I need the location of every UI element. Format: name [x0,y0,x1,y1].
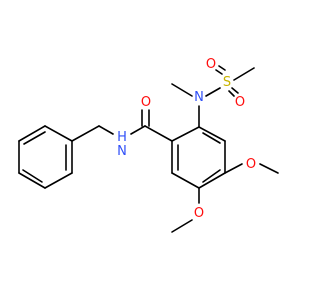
bond-ph-inner-3 [23,131,46,145]
atom-o-methoxy-4: O [246,157,256,172]
bond-n-s [205,87,221,97]
bond-ph-6 [44,125,73,142]
bond-s-o-bottom-2 [231,87,239,94]
bond-ring-inner-2 [202,132,221,144]
molecule-canvas: O N H N S O O O O [18,57,279,233]
bond-n-ch2 [98,125,114,135]
bond-s-o-bottom-1 [228,90,235,97]
bond-o4-methyl [259,163,279,174]
atom-o-methoxy-5: O [194,206,204,221]
bond-ring-c2-c3 [198,126,226,142]
bond-n-methyl [171,83,193,97]
bond-ch2-phenyl [71,125,100,142]
bond-ring-c4-c5 [198,172,226,189]
bond-ring-o4 [224,163,243,174]
bonds [18,65,279,233]
atom-h-amide: H [117,130,127,145]
bond-ring-c1-c2 [171,126,200,142]
bond-ring-carbonyl [144,125,173,142]
bond-s-o-left-1 [215,69,223,75]
bond-s-o-left-2 [218,65,226,71]
bond-ph-5 [18,125,46,142]
atom-n-sulfonamide: N [194,90,204,105]
bond-carbonyl-n [130,125,146,135]
atom-o-carbonyl: O [141,95,151,110]
bond-o5-methyl [171,219,193,233]
bond-ph-2 [44,172,73,189]
bond-ring-inner-3 [202,169,221,183]
bond-s-methyl [233,67,255,81]
bond-ph-inner-2 [22,169,43,183]
bond-ph-3 [18,172,46,189]
atom-o-sulfonyl-bottom: O [235,95,245,110]
atom-o-sulfonyl-left: O [206,57,216,72]
atom-labels: O N H N S O O O O [117,57,256,221]
bond-ring-c5-c6 [171,172,200,189]
structure-diagram: O N H N S O O O O [18,57,279,233]
atom-s-sulfonyl: S [223,75,231,90]
atom-n-amide: N [117,144,127,159]
